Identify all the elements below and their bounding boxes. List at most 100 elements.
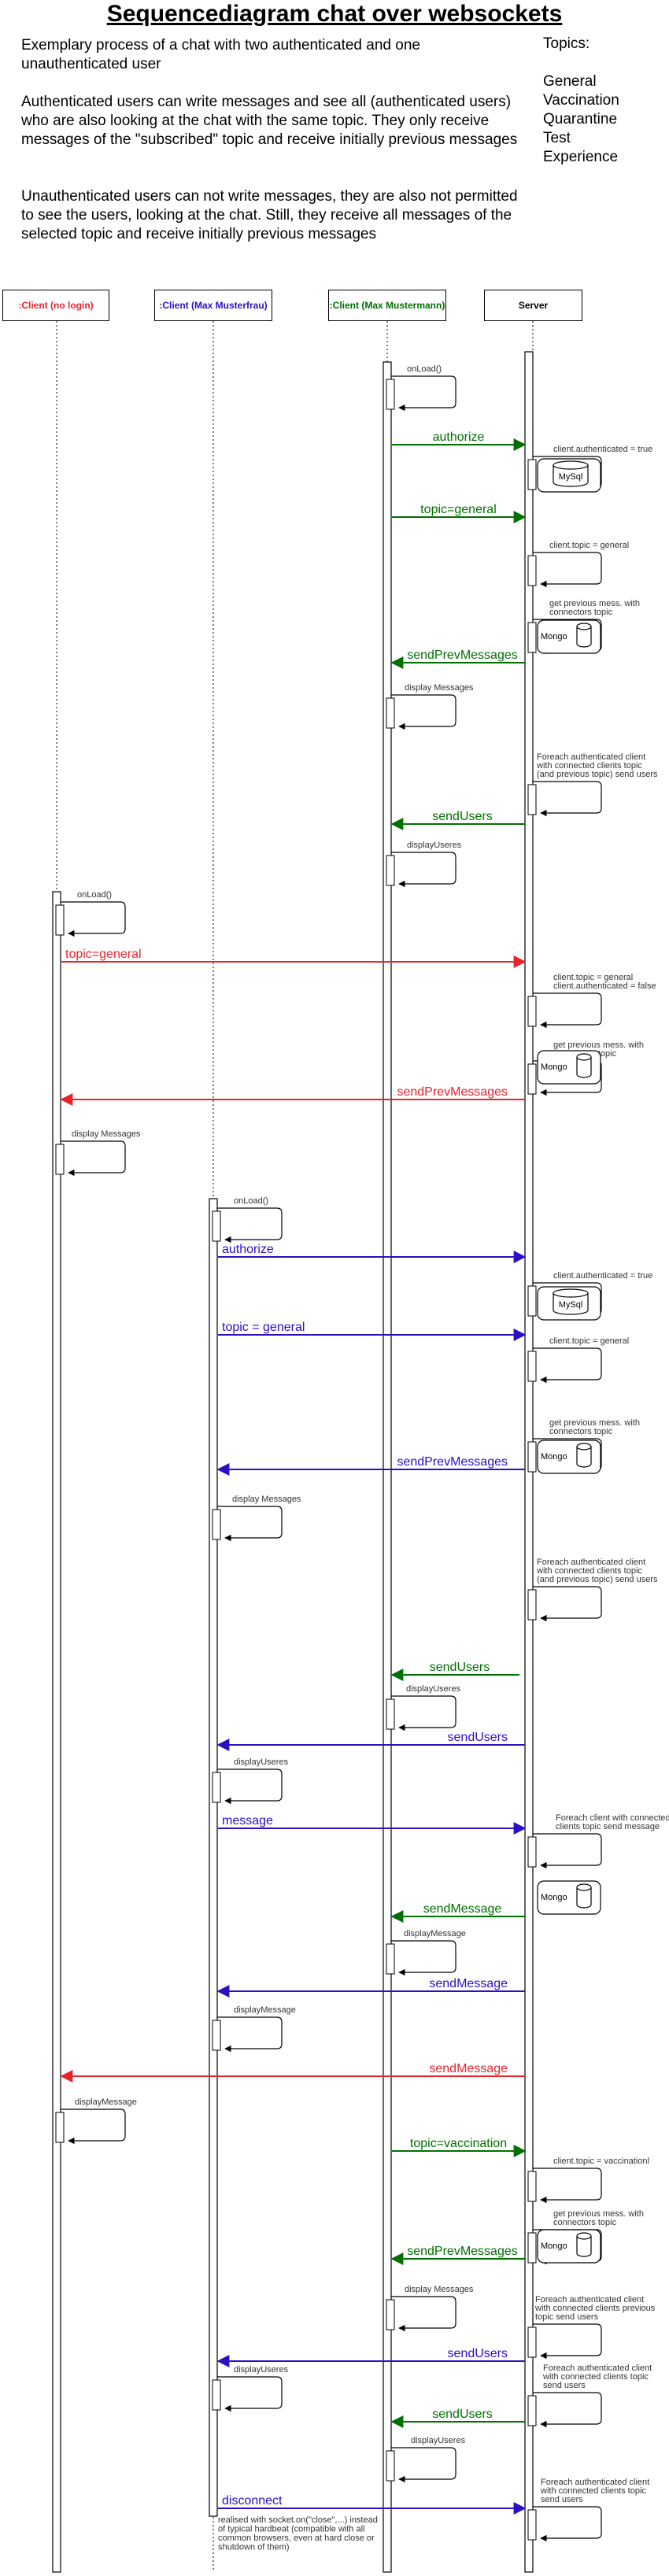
- message-sendusers: sendUsers: [216, 2347, 525, 2367]
- self-call-activation: [386, 2450, 395, 2482]
- self-call-arrow: [217, 1768, 283, 1805]
- self-call-activation: [527, 996, 537, 1027]
- self-call-arrow: [533, 1347, 602, 1384]
- self-call-activation: [527, 1836, 537, 1868]
- database-cylinder-top: [576, 1053, 592, 1061]
- database-cylinder: [553, 1293, 589, 1315]
- self-call-arrow: [391, 1695, 456, 1732]
- database-label: Mongo: [541, 1893, 567, 1902]
- message-sendmessage: sendMessage: [216, 1977, 525, 1998]
- self-call-activation: [386, 697, 395, 729]
- self-call-frau: displayUseres: [212, 2365, 289, 2412]
- self-call-arrow: [533, 1586, 602, 1622]
- message-sendusers: sendUsers: [390, 810, 525, 830]
- self-call-activation: [55, 1144, 65, 1175]
- self-call-arrow: [391, 2296, 456, 2332]
- message-sendprevmessages: sendPrevMessages: [390, 649, 525, 669]
- self-call-activation: [527, 2509, 537, 2541]
- self-call-label: client.topic = vaccinationl: [553, 2157, 649, 2166]
- message-sendmessage: sendMessage: [60, 2062, 525, 2083]
- self-call-mann: displayMessage: [386, 1929, 466, 1976]
- database-label: Mongo: [541, 1452, 567, 1462]
- self-call-label: displayUseres: [407, 841, 462, 850]
- self-call-activation: [527, 1441, 537, 1473]
- database-cylinder-top: [576, 623, 592, 630]
- self-call-arrow: [533, 552, 602, 588]
- self-call-label: onLoad(): [77, 890, 112, 900]
- message-label: sendMessage: [429, 1977, 508, 1990]
- message-label: topic=vaccination: [410, 2137, 507, 2150]
- self-call-label: displayUseres: [234, 1757, 289, 1767]
- topic-item: General: [543, 73, 597, 90]
- self-call-arrow: [533, 2323, 602, 2360]
- self-call-label: display Messages: [405, 683, 474, 693]
- database-cylinder-top: [576, 2232, 592, 2240]
- self-call-activation: [212, 2379, 221, 2411]
- message-sendmessage: sendMessage: [390, 1902, 525, 1923]
- message-label: sendUsers: [430, 1661, 490, 1674]
- database-icon: Mongo: [537, 2229, 601, 2264]
- database-icon: Mongo: [537, 1440, 601, 1474]
- self-call-frau: onLoad(): [212, 1196, 283, 1244]
- self-call-label: display Messages: [232, 1495, 301, 1504]
- message-label: message: [222, 1814, 273, 1828]
- self-call-arrow: [533, 992, 602, 1029]
- database-icon: Mongo: [537, 1050, 601, 1085]
- self-call-label: client.topic = general: [549, 541, 629, 550]
- self-call-activation: [212, 1210, 221, 1242]
- message-topic-general: topic=general: [61, 948, 527, 968]
- message-label: disconnect: [222, 2494, 283, 2508]
- self-call-activation: [386, 1698, 395, 1730]
- message-label: authorize: [222, 1243, 274, 1256]
- message-topic-vaccination: topic=vaccination: [392, 2137, 527, 2157]
- self-call-arrow: [61, 901, 126, 937]
- self-call-mann: displayUseres: [386, 841, 462, 888]
- intro-paragraph-2: Authenticated users can write messages a…: [21, 94, 518, 148]
- self-call-activation: [212, 1509, 221, 1540]
- self-call-activation: [527, 1589, 537, 1621]
- page-title: Sequencediagram chat over websockets: [106, 1, 563, 27]
- self-call-arrow: [61, 1140, 126, 1177]
- database-cylinder-top: [576, 1443, 592, 1451]
- message-label: sendUsers: [432, 2408, 492, 2421]
- message-label: sendMessage: [429, 2062, 508, 2075]
- actor-client-max-mustermann: :Client (Max Mustermann): [328, 290, 446, 321]
- self-call-label: displayMessage: [234, 2005, 296, 2015]
- self-call-arrow: [391, 694, 456, 730]
- message-disconnect: disconnect: [218, 2494, 527, 2515]
- self-call-arrow: [533, 1833, 602, 1869]
- self-call-server: client.topic = vaccinationl: [527, 2157, 649, 2204]
- self-call-activation: [527, 1285, 537, 1317]
- database-icon: MySql: [537, 458, 601, 493]
- self-call-mann: display Messages: [386, 683, 474, 730]
- self-call-activation: [527, 622, 537, 653]
- message-sendprevmessages: sendPrevMessages: [390, 2245, 525, 2265]
- topics-list: Topics: General Vaccination Quarantine T…: [543, 35, 661, 167]
- database-label: MySql: [559, 472, 583, 482]
- message-label: sendUsers: [448, 1731, 508, 1744]
- self-call-arrow: [391, 2447, 456, 2483]
- self-call-activation: [527, 2327, 537, 2358]
- self-call-activation: [527, 2232, 537, 2264]
- self-call-label: displayMessage: [75, 2097, 137, 2107]
- message-label: sendPrevMessages: [397, 1085, 508, 1099]
- topics-heading-colon: :: [585, 35, 590, 52]
- self-call-label: displayUseres: [406, 1684, 461, 1694]
- self-call-nologin: onLoad(): [55, 890, 126, 937]
- self-call-frau: displayMessage: [212, 2005, 296, 2053]
- self-call-activation: [386, 2299, 395, 2330]
- topic-item: Experience: [543, 149, 619, 165]
- intro-paragraph-1: Exemplary process of a chat with two aut…: [21, 37, 420, 72]
- self-call-activation: [527, 2171, 537, 2202]
- self-call-activation: [527, 784, 537, 815]
- database-cylinder-top: [553, 460, 589, 470]
